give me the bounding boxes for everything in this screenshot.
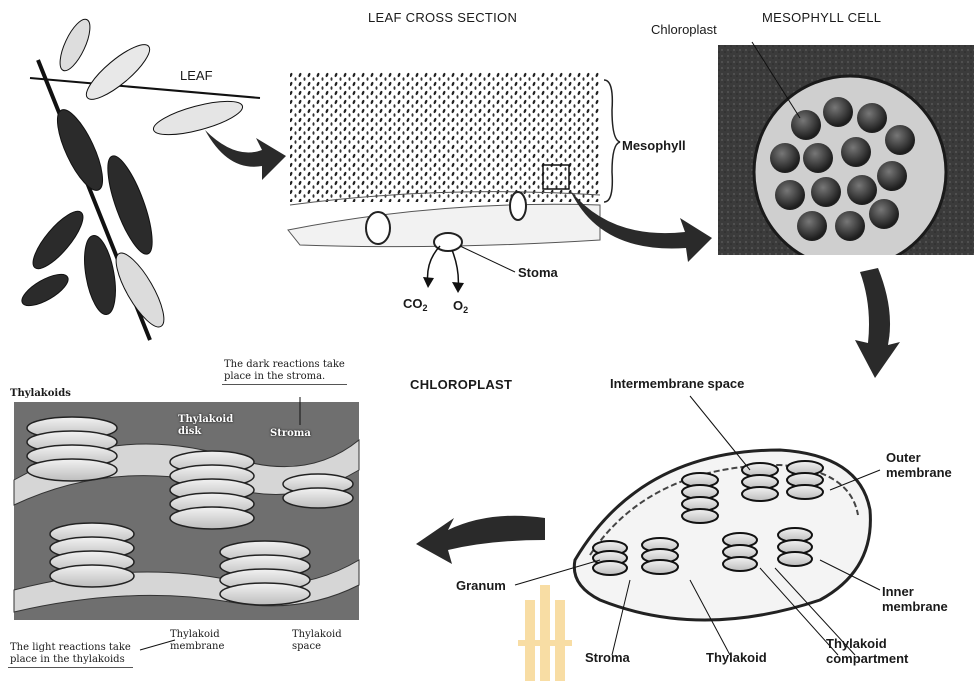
mesophyll-cell [718,42,974,271]
label-leaf: LEAF [180,68,213,83]
label-co2: CO2 [403,296,428,316]
heading-mesophyll-cell: MESOPHYLL CELL [762,10,881,25]
label-intermembrane-space: Intermembrane space [610,376,744,391]
label-stoma: Stoma [518,265,558,280]
watermark-logo [518,585,572,681]
heading-leaf-cross-section: LEAF CROSS SECTION [368,10,517,25]
arrow-leaf-to-section [205,130,286,180]
label-thylakoid: Thylakoid [706,650,767,665]
arrow-cell-to-chloroplast [855,268,900,378]
label-thylakoids-title: Thylakoids [10,388,71,400]
label-chloroplast-small: Chloroplast [651,22,717,37]
leaf-cross-section [288,72,620,293]
label-stroma-inset: Stroma [270,428,311,440]
label-mesophyll: Mesophyll [622,138,686,153]
arrow-chloroplast-to-inset [416,516,545,564]
label-o2: O2 [453,298,468,318]
leaf-illustration [17,15,260,340]
chloroplast-illustration [515,396,880,655]
label-granum: Granum [456,578,506,593]
label-stroma: Stroma [585,650,630,665]
heading-chloroplast: CHLOROPLAST [410,377,512,392]
